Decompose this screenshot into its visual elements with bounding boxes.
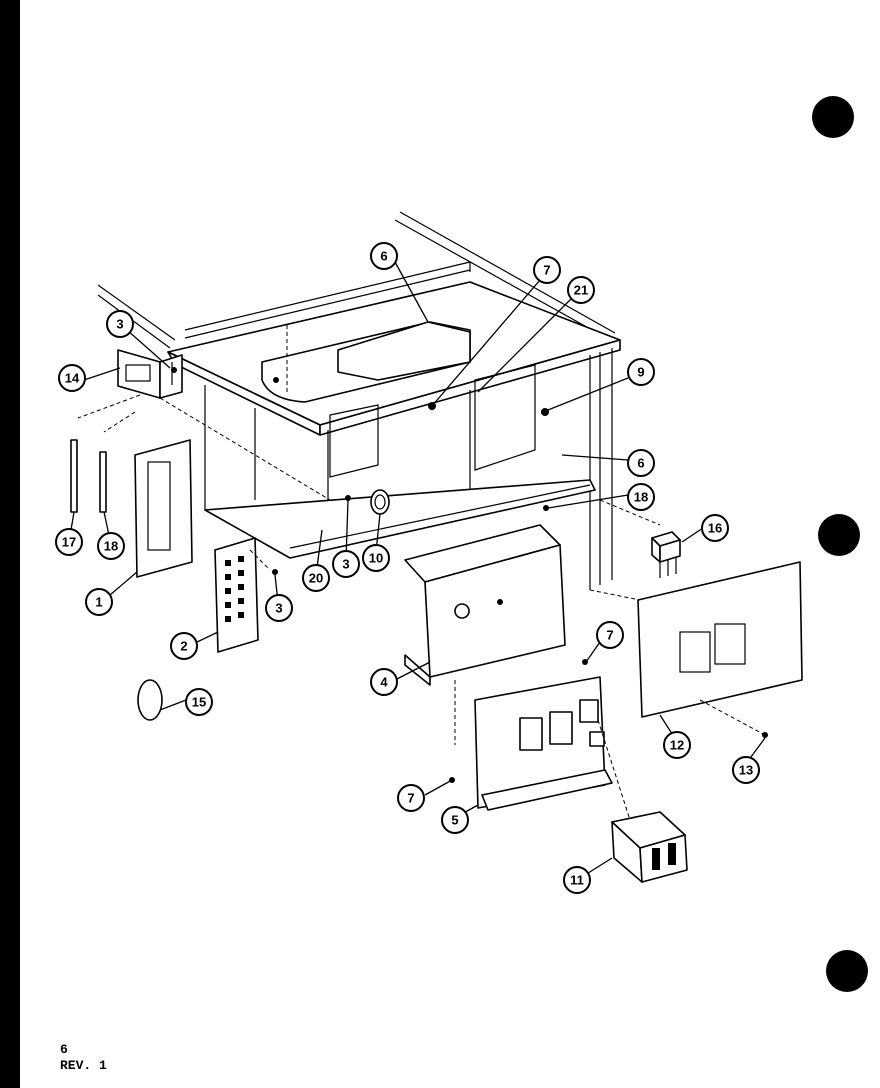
callout-7-board: 7	[397, 784, 425, 812]
callout-17: 17	[55, 528, 83, 556]
svg-text:10: 10	[369, 551, 383, 566]
callout-5: 5	[441, 806, 469, 834]
svg-text:12: 12	[670, 738, 684, 753]
assembly-lines	[77, 325, 766, 821]
binder-strip	[0, 0, 20, 1088]
callout-7-top: 7	[533, 256, 561, 284]
part-15-grommet	[137, 679, 163, 721]
callout-12: 12	[663, 731, 691, 759]
svg-text:4: 4	[380, 675, 388, 690]
callout-4: 4	[370, 668, 398, 696]
svg-text:18: 18	[104, 539, 118, 554]
part-18-rod	[99, 451, 107, 513]
cabinet-rails	[97, 211, 616, 349]
svg-text:6: 6	[380, 249, 387, 264]
part-11-contactor	[611, 811, 688, 883]
svg-text:3: 3	[342, 557, 349, 572]
callout-3-center: 3	[332, 550, 360, 578]
svg-text:7: 7	[543, 263, 550, 278]
svg-text:21: 21	[574, 283, 588, 298]
callout-18-right: 18	[627, 483, 655, 511]
callout-15: 15	[185, 688, 213, 716]
callout-6-right: 6	[627, 449, 655, 477]
punch-hole-top	[812, 96, 854, 138]
svg-text:13: 13	[739, 763, 753, 778]
part-10-bushing	[370, 489, 390, 515]
svg-text:14: 14	[65, 371, 80, 386]
fasteners	[171, 367, 768, 783]
svg-text:11: 11	[570, 873, 584, 888]
callout-7-cover: 7	[596, 621, 624, 649]
part-16-relay	[651, 531, 681, 578]
punch-hole-middle	[818, 514, 860, 556]
svg-text:6: 6	[637, 456, 644, 471]
callout-13: 13	[732, 756, 760, 784]
svg-text:7: 7	[606, 628, 613, 643]
svg-text:5: 5	[451, 813, 458, 828]
svg-text:17: 17	[62, 535, 76, 550]
callout-3-bracket: 3	[106, 310, 134, 338]
svg-text:2: 2	[180, 639, 187, 654]
svg-text:18: 18	[634, 490, 648, 505]
svg-text:16: 16	[708, 521, 722, 536]
punch-hole-bottom	[826, 950, 868, 992]
callout-18-left: 18	[97, 532, 125, 560]
part-4-cover	[404, 524, 566, 686]
callout-16-relay: 16	[701, 514, 729, 542]
callout-20: 20	[302, 564, 330, 592]
part-12-access-panel	[637, 561, 803, 718]
callout-21: 21	[567, 276, 595, 304]
part-17-rod	[70, 439, 78, 513]
callout-2: 2	[170, 632, 198, 660]
svg-text:9: 9	[637, 365, 644, 380]
svg-text:7: 7	[407, 791, 414, 806]
part-5-relay-board	[474, 676, 613, 811]
part-14-mounting-bracket	[117, 349, 183, 399]
svg-text:15: 15	[192, 695, 206, 710]
page-number: 6	[60, 1042, 68, 1057]
callout-14: 14	[58, 364, 86, 392]
part-1-side-panel	[134, 439, 193, 578]
part-2-terminal-strip	[214, 537, 259, 653]
callout-10: 10	[362, 544, 390, 572]
revision-label: REV. 1	[60, 1058, 107, 1073]
callout-11: 11	[563, 866, 591, 894]
callout-9: 9	[627, 358, 655, 386]
svg-text:3: 3	[275, 601, 282, 616]
callout-6-raceway: 6	[370, 242, 398, 270]
svg-text:3: 3	[116, 317, 123, 332]
callout-3-terminal-screw: 3	[265, 594, 293, 622]
svg-text:20: 20	[309, 571, 323, 586]
svg-text:1: 1	[95, 595, 102, 610]
callout-1: 1	[85, 588, 113, 616]
